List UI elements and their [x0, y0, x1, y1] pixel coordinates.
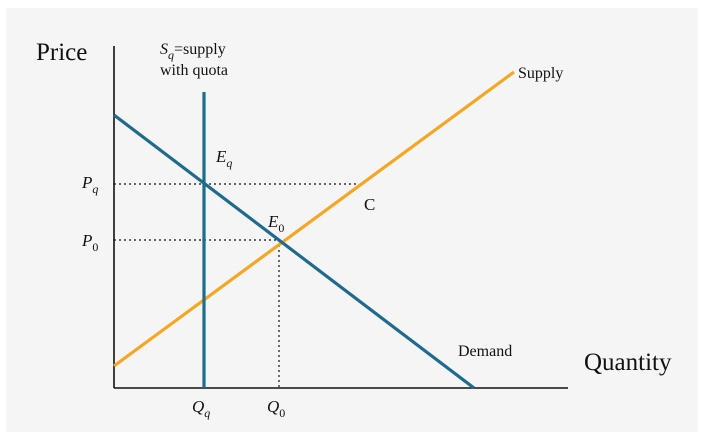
q0-tick-label: Q0 — [267, 397, 285, 420]
y-axis-label: Price — [36, 39, 87, 66]
diagram-canvas: Price Quantity Supply Demand Sq=supply w… — [6, 8, 698, 432]
x-axis-label: Quantity — [584, 349, 672, 376]
supply-demand-diagram: Price Quantity Supply Demand Sq=supply w… — [36, 39, 672, 420]
c-label: C — [364, 195, 375, 214]
demand-label: Demand — [458, 343, 512, 360]
quota-label-rest: =supply — [174, 41, 226, 58]
qq-tick-label: Qq — [192, 397, 210, 420]
supply-curve — [113, 70, 515, 368]
quota-label: Sq=supply — [160, 41, 226, 62]
quota-label-main: S — [160, 41, 168, 58]
quota-label-sub: q — [168, 48, 174, 62]
pq-tick-label: Pq — [81, 173, 98, 196]
p0-tick-label: P0 — [81, 231, 98, 254]
quota-label-line2: with quota — [160, 62, 228, 79]
e0-label: E0 — [267, 212, 284, 235]
eq-label: Eq — [215, 147, 232, 170]
demand-curve — [113, 113, 475, 390]
supply-label: Supply — [518, 65, 563, 82]
